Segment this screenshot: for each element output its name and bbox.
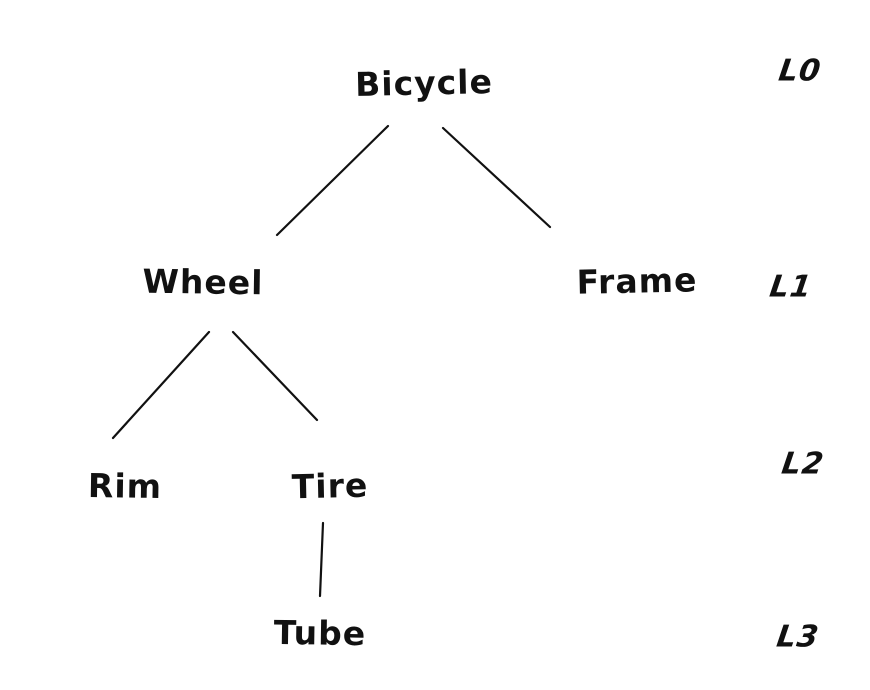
edge-bicycle-frame: [441, 126, 552, 229]
level-label-l2: L2: [779, 446, 827, 482]
node-frame: Frame: [576, 260, 698, 302]
node-tube: Tube: [273, 612, 367, 654]
node-bicycle: Bicycle: [354, 62, 494, 104]
edge-wheel-rim: [111, 330, 211, 440]
node-wheel: Wheel: [142, 261, 264, 303]
node-tire: Tire: [291, 465, 369, 507]
node-rim: Rim: [87, 465, 163, 507]
level-label-l0: L0: [776, 53, 824, 89]
edge-tire-tube: [318, 521, 325, 598]
level-label-l3: L3: [774, 619, 822, 655]
level-label-l1: L1: [767, 269, 815, 305]
edge-bicycle-wheel: [275, 124, 390, 237]
edge-wheel-tire: [231, 330, 319, 422]
